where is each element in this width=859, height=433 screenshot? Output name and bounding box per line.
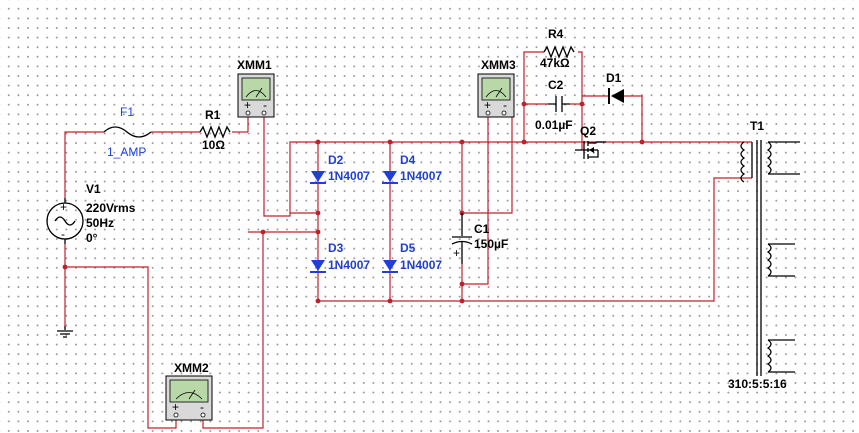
d2-ref: D2 <box>328 153 344 167</box>
svg-text:-: - <box>200 400 204 414</box>
c2-value: 0.01µF <box>535 118 573 132</box>
diode-d1[interactable] <box>608 88 624 104</box>
fuse-f1[interactable] <box>103 126 152 138</box>
v1-phase: 0° <box>86 231 98 245</box>
multimeter-xmm1[interactable]: +- <box>237 73 275 118</box>
svg-text:+: + <box>244 98 251 112</box>
resistor-r1[interactable] <box>199 125 231 139</box>
xmm1-ref: XMM1 <box>237 58 272 72</box>
r1-value: 10Ω <box>202 138 225 152</box>
xmm2-ref: XMM2 <box>174 361 209 375</box>
diode-d3[interactable] <box>310 260 326 273</box>
diode-d2[interactable] <box>310 171 326 184</box>
svg-text:+: + <box>172 400 179 414</box>
d1-ref: D1 <box>606 71 622 85</box>
f1-ref: F1 <box>120 105 134 119</box>
junctions <box>62 101 645 304</box>
t1-ratio: 310:5:5:16 <box>728 377 787 391</box>
r1-ref: R1 <box>205 108 221 122</box>
d3-part: 1N4007 <box>328 258 370 272</box>
resistor-r4[interactable] <box>543 45 575 59</box>
r4-value: 47kΩ <box>540 56 570 70</box>
ac-source-v1[interactable]: + - <box>46 198 84 244</box>
t1-ref: T1 <box>750 119 764 133</box>
d2-part: 1N4007 <box>328 169 370 183</box>
f1-value: 1_AMP <box>107 145 146 159</box>
transformer-t1[interactable] <box>740 140 800 376</box>
svg-text:+: + <box>60 200 67 214</box>
multimeter-xmm3[interactable]: +- <box>477 73 515 118</box>
svg-text:-: - <box>263 98 267 112</box>
r4-ref: R4 <box>548 27 564 41</box>
v1-voltage: 220Vrms <box>86 201 136 215</box>
multimeter-xmm2[interactable]: +- <box>165 375 213 421</box>
svg-text:-: - <box>503 98 507 112</box>
capacitor-c2[interactable] <box>548 96 570 112</box>
d4-part: 1N4007 <box>400 169 442 183</box>
v1-frequency: 50Hz <box>86 216 114 230</box>
q2-ref: Q2 <box>580 124 596 138</box>
d5-ref: D5 <box>400 241 416 255</box>
diode-d4[interactable] <box>382 171 398 184</box>
xmm3-ref: XMM3 <box>481 58 516 72</box>
diode-d5[interactable] <box>382 260 398 273</box>
ground-icon <box>57 326 73 338</box>
capacitor-c1[interactable]: + <box>451 213 473 264</box>
v1-ref: V1 <box>86 182 101 196</box>
c2-ref: C2 <box>548 78 564 92</box>
d5-part: 1N4007 <box>400 258 442 272</box>
svg-text:-: - <box>61 227 65 241</box>
mosfet-q2[interactable] <box>575 141 606 159</box>
svg-text:+: + <box>484 98 491 112</box>
d4-ref: D4 <box>400 153 416 167</box>
c1-value: 150µF <box>474 237 508 251</box>
c1-ref: C1 <box>474 222 490 236</box>
svg-text:+: + <box>453 246 460 260</box>
wires <box>64 51 752 429</box>
d3-ref: D3 <box>328 241 344 255</box>
